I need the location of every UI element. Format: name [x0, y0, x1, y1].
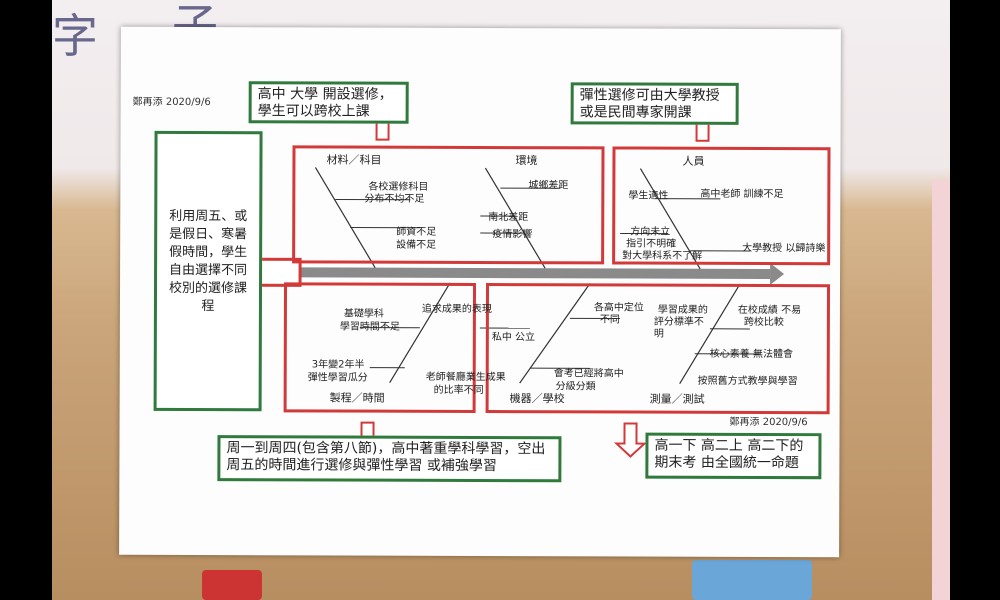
- cause-label: 跨校比較: [743, 316, 784, 329]
- fishbone-diagram-paper: 鄭再添 2020/9/6 鄭再添 2020/9/6 高中 大學 開設選修，學生可…: [119, 26, 841, 558]
- suggestion-box-top-left: 高中 大學 開設選修，學生可以跨校上課: [248, 81, 409, 124]
- cause-label: 追求成果的表現: [421, 303, 492, 316]
- category-environment: 環境: [515, 154, 538, 168]
- cause-label: 南北差距: [488, 212, 529, 224]
- cause-label: 高中老師 訓練不足: [700, 188, 784, 201]
- cause-label: 分級分類: [555, 381, 596, 393]
- cause-label: 學生適性: [628, 190, 669, 202]
- category-machine: 機器／學校: [509, 392, 565, 406]
- cause-label: 疫情影響: [492, 229, 533, 241]
- cause-label: 彈性學習瓜分: [307, 372, 368, 384]
- author-date-top: 鄭再添 2020/9/6: [132, 96, 211, 109]
- cause-label: 對大學科系不了解: [622, 250, 703, 262]
- cause-label: 私中 公立: [491, 332, 536, 344]
- suggestion-box-bottom-right: 高一下 高二上 高二下的期末考 由全國統一命題: [645, 432, 822, 480]
- bottle: [692, 560, 812, 600]
- cause-label: 分布不均不足: [364, 193, 425, 205]
- cause-label: 明: [653, 328, 664, 340]
- category-process: 製程／時間: [329, 391, 385, 405]
- cause-label: 學習時間不足: [339, 321, 400, 333]
- suggestion-box-left: 利用周五、或是假日、寒暑假時間，學生自由選擇不同校別的選修課程: [153, 130, 263, 412]
- category-people: 人員: [682, 154, 705, 168]
- category-material: 材料／科目: [326, 153, 382, 167]
- category-measure: 測量／測試: [649, 392, 705, 406]
- cause-label: 不同: [599, 314, 620, 326]
- suggestion-box-bottom-left: 周一到周四(包含第八節)，高中著重學科學習，空出周五的時間進行選修與彈性學習 或…: [217, 435, 562, 483]
- author-date-bottom: 鄭再添 2020/9/6: [729, 416, 808, 429]
- suggestion-box-top-right: 彈性選修可由大學教授或是民間專家開課: [570, 82, 739, 125]
- pink-cloth: [932, 180, 950, 600]
- cause-label: 大學教授 以歸詩樂: [742, 242, 826, 255]
- cause-label: 的比率不同: [433, 384, 484, 397]
- bottle: [202, 570, 262, 600]
- background-scrawl: 字: [52, 9, 98, 63]
- cause-label: 城鄉差距: [528, 180, 569, 192]
- cause-label: 按照舊方式教學與學習: [697, 375, 798, 388]
- cause-label: 核心素養 無法體會: [709, 348, 793, 361]
- cause-label: 設備不足: [396, 239, 437, 251]
